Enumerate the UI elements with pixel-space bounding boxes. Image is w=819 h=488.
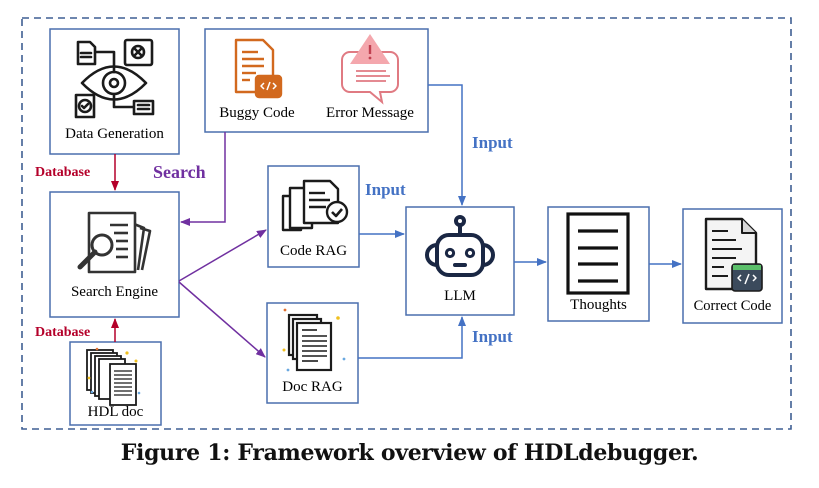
document-stack-icon [86, 347, 141, 406]
robot-icon [425, 215, 495, 277]
code-rag-label: Code RAG [279, 243, 348, 259]
correct-code-label: Correct Code [693, 298, 772, 314]
text-page-icon [566, 212, 630, 295]
verified-documents-icon [281, 179, 349, 232]
document-search-icon [77, 211, 152, 274]
hdl-doc-label: HDL doc [87, 404, 144, 420]
data-generation-label: Data Generation [65, 126, 164, 142]
edge-search-to-coderag [178, 229, 267, 282]
edge-search-to-docrag [178, 281, 266, 358]
edge-error-to-llm [428, 84, 466, 206]
input-label-top: Input [472, 133, 513, 152]
database-label-top: Database [35, 165, 91, 180]
thoughts-label: Thoughts [570, 297, 627, 313]
outer-dashed-frame [21, 17, 792, 430]
eye-gear-workflow-icon [74, 38, 155, 119]
figure-caption: Figure 1: Framework overview of HDLdebug… [120, 440, 699, 466]
buggy-code-label: Buggy Code [219, 105, 295, 121]
error-message-label: Error Message [326, 105, 414, 121]
correct-code-file-icon [704, 217, 763, 292]
llm-label: LLM [444, 288, 476, 304]
warning-message-icon [341, 34, 399, 105]
doc-rag-label: Doc RAG [282, 379, 343, 395]
documents-icon [282, 308, 346, 372]
search-label: Search [153, 162, 206, 182]
search-engine-label: Search Engine [70, 284, 159, 300]
database-label-bottom: Database [35, 325, 91, 340]
input-label-code-rag: Input [365, 180, 406, 199]
input-label-doc-rag: Input [472, 327, 513, 346]
edge-docrag-to-llm [358, 316, 466, 359]
edge-buggy-to-search [180, 132, 226, 226]
buggy-code-file-icon [234, 38, 283, 99]
